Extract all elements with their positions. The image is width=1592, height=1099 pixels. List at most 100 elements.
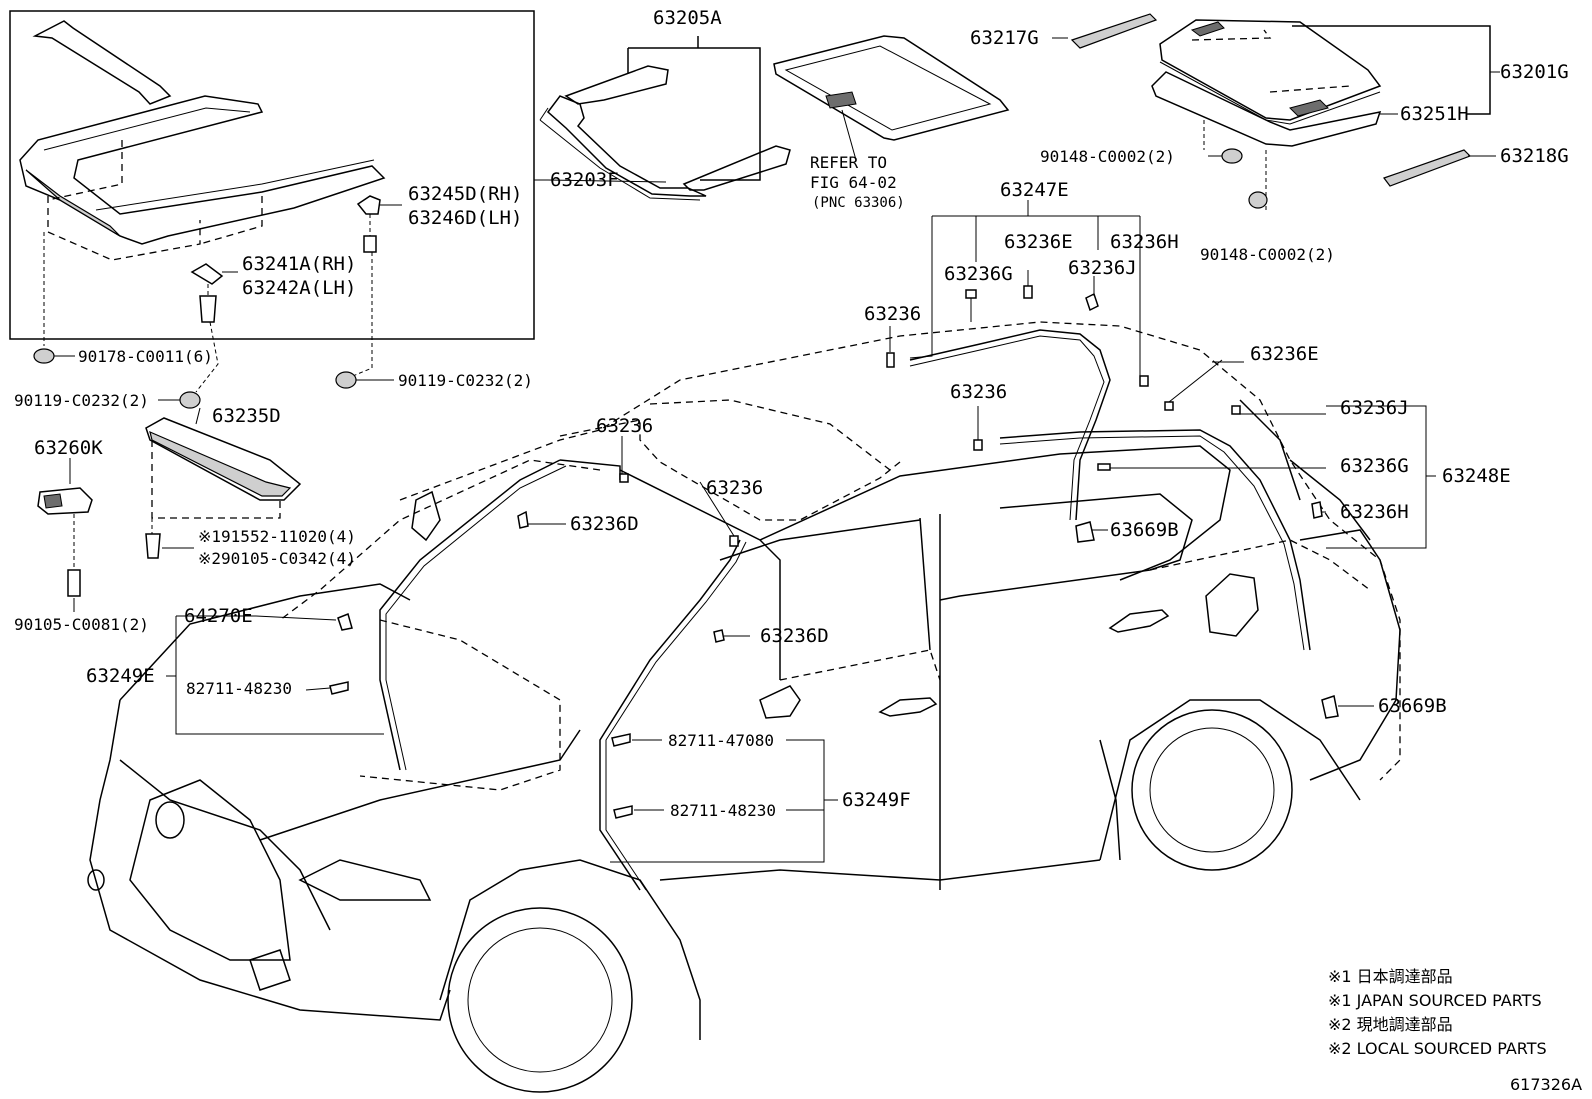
bolt-90105 [67,569,81,597]
rail-63205a-rear [682,145,791,191]
nut-90119-rh [335,371,357,389]
clip-63236-d [729,535,739,547]
weatherstrip-63218g [1383,149,1472,187]
clip-63236-b [973,439,983,451]
label-63201g: 63201G [1500,61,1569,83]
label-90148-b: 90148-C0002(2) [1200,245,1335,264]
label-90119-a: 90119-C0232(2) [14,391,149,410]
clip-63236g-a [965,289,977,299]
label-63260k: 63260K [34,437,103,459]
clip-63236j-a [1085,292,1099,312]
bracket-63241a [190,263,224,285]
sunroof-housing-group [9,10,535,393]
label-refer-1: REFER TO [810,153,887,172]
sunroof-housing-box [9,10,535,340]
sensor-63260k [37,458,93,612]
label-refer-3: (PNC 63306) [812,195,905,211]
label-63236g-a: 63236G [944,263,1013,285]
grommet-63669b-b [1321,695,1339,719]
clip-82711-48230-a [329,681,349,695]
label-64270e: 64270E [184,605,253,627]
note-2-jp: ※2 現地調達部品 [1328,1015,1453,1034]
clip-82711-48230-b [613,805,633,819]
label-82711-47080: 82711-47080 [668,731,774,750]
label-63669b-b: 63669B [1378,695,1447,717]
label-63205a: 63205A [653,7,722,29]
label-63236h-a: 63236H [1110,231,1179,253]
label-63236d-a: 63236D [570,513,639,535]
label-90119-b: 90119-C0232(2) [398,371,533,390]
label-63669b-a: 63669B [1110,519,1179,541]
bolt-upper-rh [363,235,377,253]
label-refer-2: FIG 64-02 [810,173,897,192]
drive-cable [32,20,172,105]
label-82711-48230-b: 82711-48230 [670,801,776,820]
label-63236e-a: 63236E [1004,231,1073,253]
clip-63236h-a [1139,375,1149,387]
label-63236d-b: 63236D [760,625,829,647]
rail-63205a-front [564,65,669,105]
sunshade-rail-group [539,36,791,201]
seal-63251h [1151,71,1382,147]
clip-63236e-a [1023,285,1033,299]
label-63242a: 63242A(LH) [242,277,356,299]
clip-63236-a [886,352,895,368]
clip-63236g-b [1097,463,1111,471]
label-63246d: 63246D(LH) [408,207,522,229]
clip-63236d-b [713,629,725,643]
label-91552: ※191552-11020(4) [198,527,356,546]
label-63251h: 63251H [1400,103,1469,125]
clip-82711-47080 [611,733,631,747]
label-63235d: 63235D [212,405,281,427]
glass-panel-63201g [1151,19,1500,212]
nut-90119-lh [179,391,201,409]
bolt-63235d [145,533,161,559]
leader-lines [166,179,1436,863]
clip-63236e-b [1164,401,1174,411]
bolt-upper-lh [199,295,217,323]
nut-90148-a [1221,148,1243,164]
label-63236-a: 63236 [864,303,921,325]
label-63249e: 63249E [86,665,155,687]
frame-63203f [546,95,707,197]
label-90105-a: ※290105-C0342(4) [198,549,356,568]
label-63236-d: 63236 [706,477,763,499]
legend-notes: ※1 日本調達部品 ※1 JAPAN SOURCED PARTS ※2 現地調達… [1328,967,1582,1094]
label-63241a: 63241A(RH) [242,253,356,275]
vehicle-outline [87,321,1401,1093]
label-63236e-b: 63236E [1250,343,1319,365]
clip-64270e [337,612,353,631]
label-63248e: 63248E [1442,465,1511,487]
drain-hoses [379,329,1311,891]
label-63236h-b: 63236H [1340,501,1409,523]
figure-id: 617326A [1510,1075,1582,1094]
clip-63236j-b [1231,405,1241,415]
weatherstrip-63217g [1070,13,1158,49]
note-1-en: ※1 JAPAN SOURCED PARTS [1328,991,1542,1010]
note-2-en: ※2 LOCAL SOURCED PARTS [1328,1039,1547,1058]
bracket-63245d [356,195,381,215]
label-63236-c: 63236 [596,415,653,437]
label-90105-b: 90105-C0081(2) [14,615,149,634]
note-1-jp: ※1 日本調達部品 [1328,967,1453,986]
clips [329,270,1339,819]
part-labels: 63205A 63203F REFER TO FIG 64-02 (PNC 63… [14,7,1569,820]
label-63247e: 63247E [1000,179,1069,201]
label-63236j-b: 63236J [1340,397,1409,419]
label-63203f: 63203F [550,169,619,191]
label-63236-b: 63236 [950,381,1007,403]
label-63218g: 63218G [1500,145,1569,167]
label-63236j-a: 63236J [1068,257,1137,279]
nut-90178 [33,348,55,364]
clip-63236d-a [517,510,529,529]
clip-63236h-b [1311,501,1323,519]
label-63249f: 63249F [842,789,911,811]
label-90148-a: 90148-C0002(2) [1040,147,1175,166]
label-63245d: 63245D(RH) [408,183,522,205]
sunshade-panel [773,35,1010,161]
label-63236g-b: 63236G [1340,455,1409,477]
label-82711-48230-a: 82711-48230 [186,679,292,698]
nut-90148-b [1248,191,1268,209]
grommet-63669b-a [1075,521,1095,543]
